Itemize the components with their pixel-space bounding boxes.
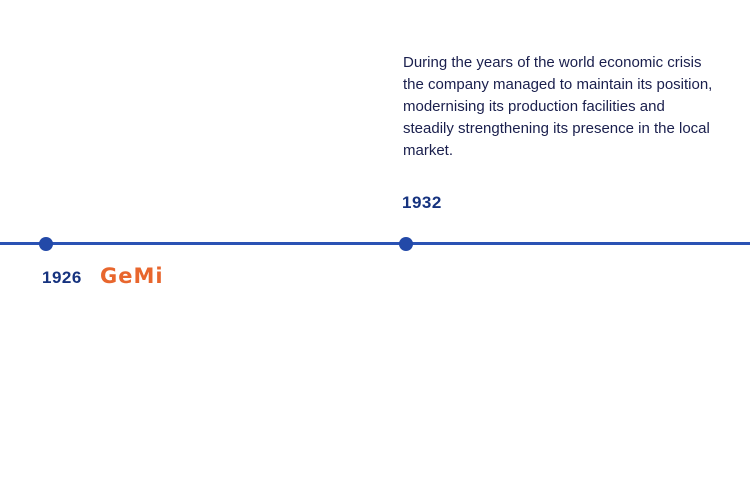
timeline-line	[0, 242, 750, 245]
year-label-1926: 1926	[42, 268, 82, 287]
timeline-dot-1932	[399, 237, 413, 251]
gemi-logo: GeMi	[100, 264, 164, 288]
timeline-dot-1926	[39, 237, 53, 251]
year-label-1932: 1932	[402, 193, 442, 212]
event-1932-description: During the years of the world economic c…	[403, 54, 713, 159]
